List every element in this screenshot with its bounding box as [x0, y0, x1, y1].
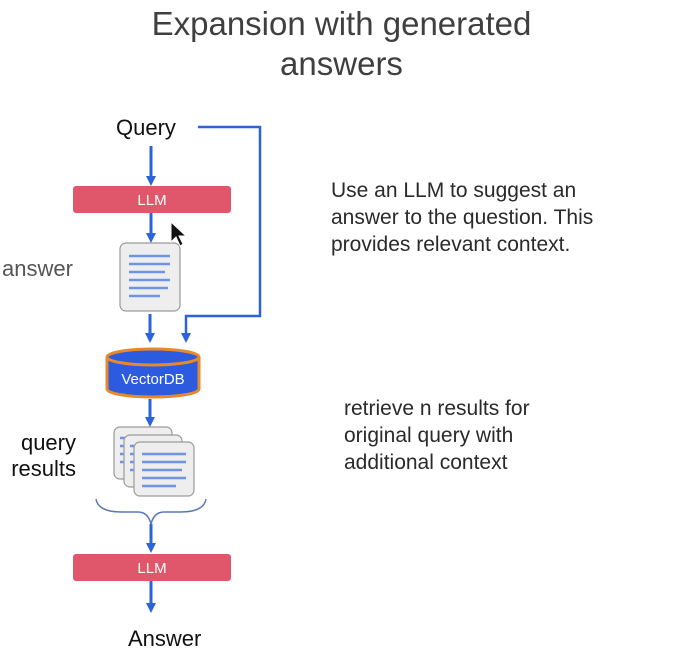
title-line-2: answers	[280, 45, 403, 82]
title-line-1: Expansion with generated	[151, 5, 532, 42]
answer-document-icon	[119, 242, 181, 312]
llm-bottom-box	[73, 554, 231, 581]
llm-top-label: LLM	[137, 192, 166, 209]
vectordb-label: VectorDB	[121, 371, 184, 388]
results-brace	[95, 498, 207, 525]
results-documents-icon	[113, 426, 195, 497]
final-answer-label: Answer	[128, 626, 202, 651]
note-retrieve-results: retrieve n results for original query wi…	[344, 397, 530, 474]
query-label: Query	[116, 115, 176, 140]
diagram-title: Expansion with generated answers	[0, 4, 683, 84]
note-llm-suggest: Use an LLM to suggest an answer to the q…	[331, 179, 594, 256]
mouse-cursor-icon	[170, 220, 188, 247]
llm-bottom-label: LLM	[137, 560, 166, 577]
vectordb-cylinder-icon	[105, 347, 201, 399]
query-results-line-2: results	[11, 456, 76, 481]
answer-label: answer	[2, 256, 73, 281]
query-results-label: query results	[4, 430, 76, 482]
query-results-line-1: query	[20, 430, 76, 455]
arrow-query-bypass	[181, 125, 262, 343]
llm-top-box	[73, 186, 231, 213]
